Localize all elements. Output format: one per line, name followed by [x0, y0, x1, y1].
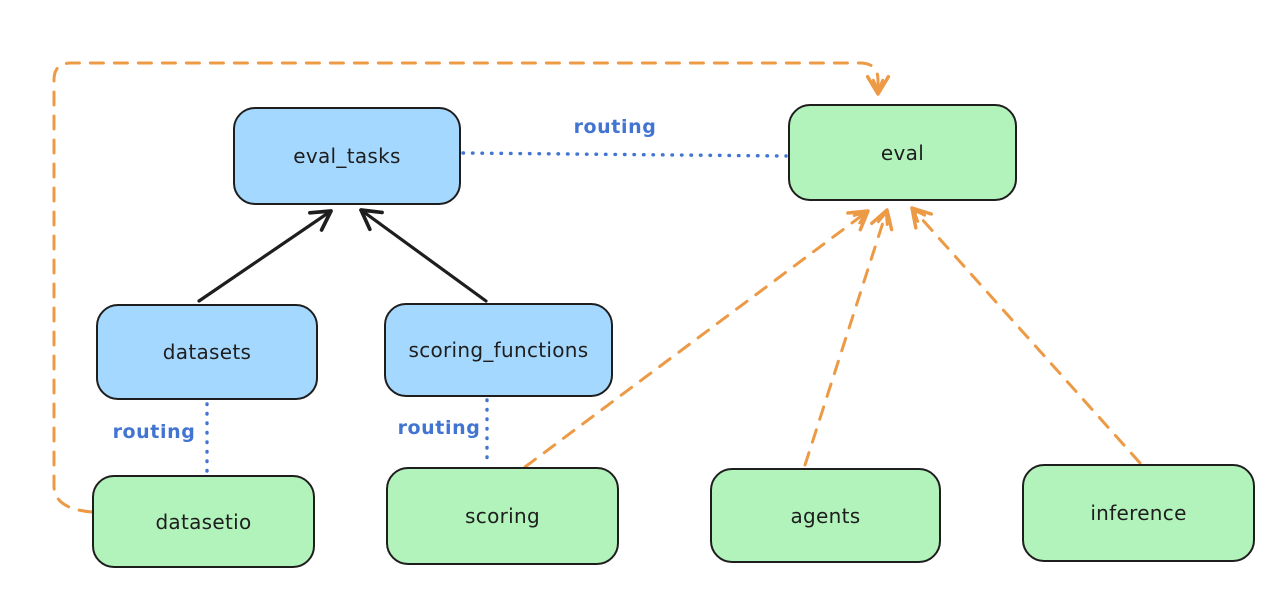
node-agents-label: agents	[790, 503, 861, 528]
node-eval: eval	[788, 104, 1017, 201]
node-eval-tasks-label: eval_tasks	[293, 144, 401, 168]
edge-eval-tasks-to-eval-dotted	[461, 151, 788, 158]
edge-label-routing-eval-tasks-eval: routing	[573, 116, 657, 138]
node-scoring-label: scoring	[465, 504, 540, 528]
node-scoring-functions-label: scoring_functions	[408, 338, 589, 362]
node-datasets-label: datasets	[162, 340, 252, 364]
node-agents: agents	[710, 468, 941, 563]
edge-scoring-functions-to-eval-tasks-arrow	[359, 208, 488, 303]
edge-label-routing-scoring-functions-scoring: routing	[397, 417, 481, 439]
node-eval-label: eval	[880, 140, 925, 165]
node-inference-label: inference	[1090, 501, 1187, 525]
edge-inference-to-eval-dashed-arrow	[910, 206, 1142, 465]
edge-label-routing-datasets-datasetio: routing	[112, 421, 196, 443]
node-datasetio-label: datasetio	[155, 509, 252, 534]
node-datasets: datasets	[96, 304, 318, 400]
node-eval-tasks: eval_tasks	[233, 107, 461, 205]
node-inference: inference	[1022, 464, 1255, 562]
edge-datasetio-to-eval-dashed-arrow	[52, 61, 891, 514]
node-datasetio: datasetio	[92, 475, 315, 568]
edge-datasets-to-eval-tasks-arrow	[197, 209, 333, 303]
node-scoring-functions: scoring_functions	[384, 303, 613, 397]
node-scoring: scoring	[386, 467, 619, 565]
edge-scoring-to-eval-dashed-arrow	[523, 209, 870, 469]
edge-agents-to-eval-dashed-arrow	[803, 208, 894, 467]
